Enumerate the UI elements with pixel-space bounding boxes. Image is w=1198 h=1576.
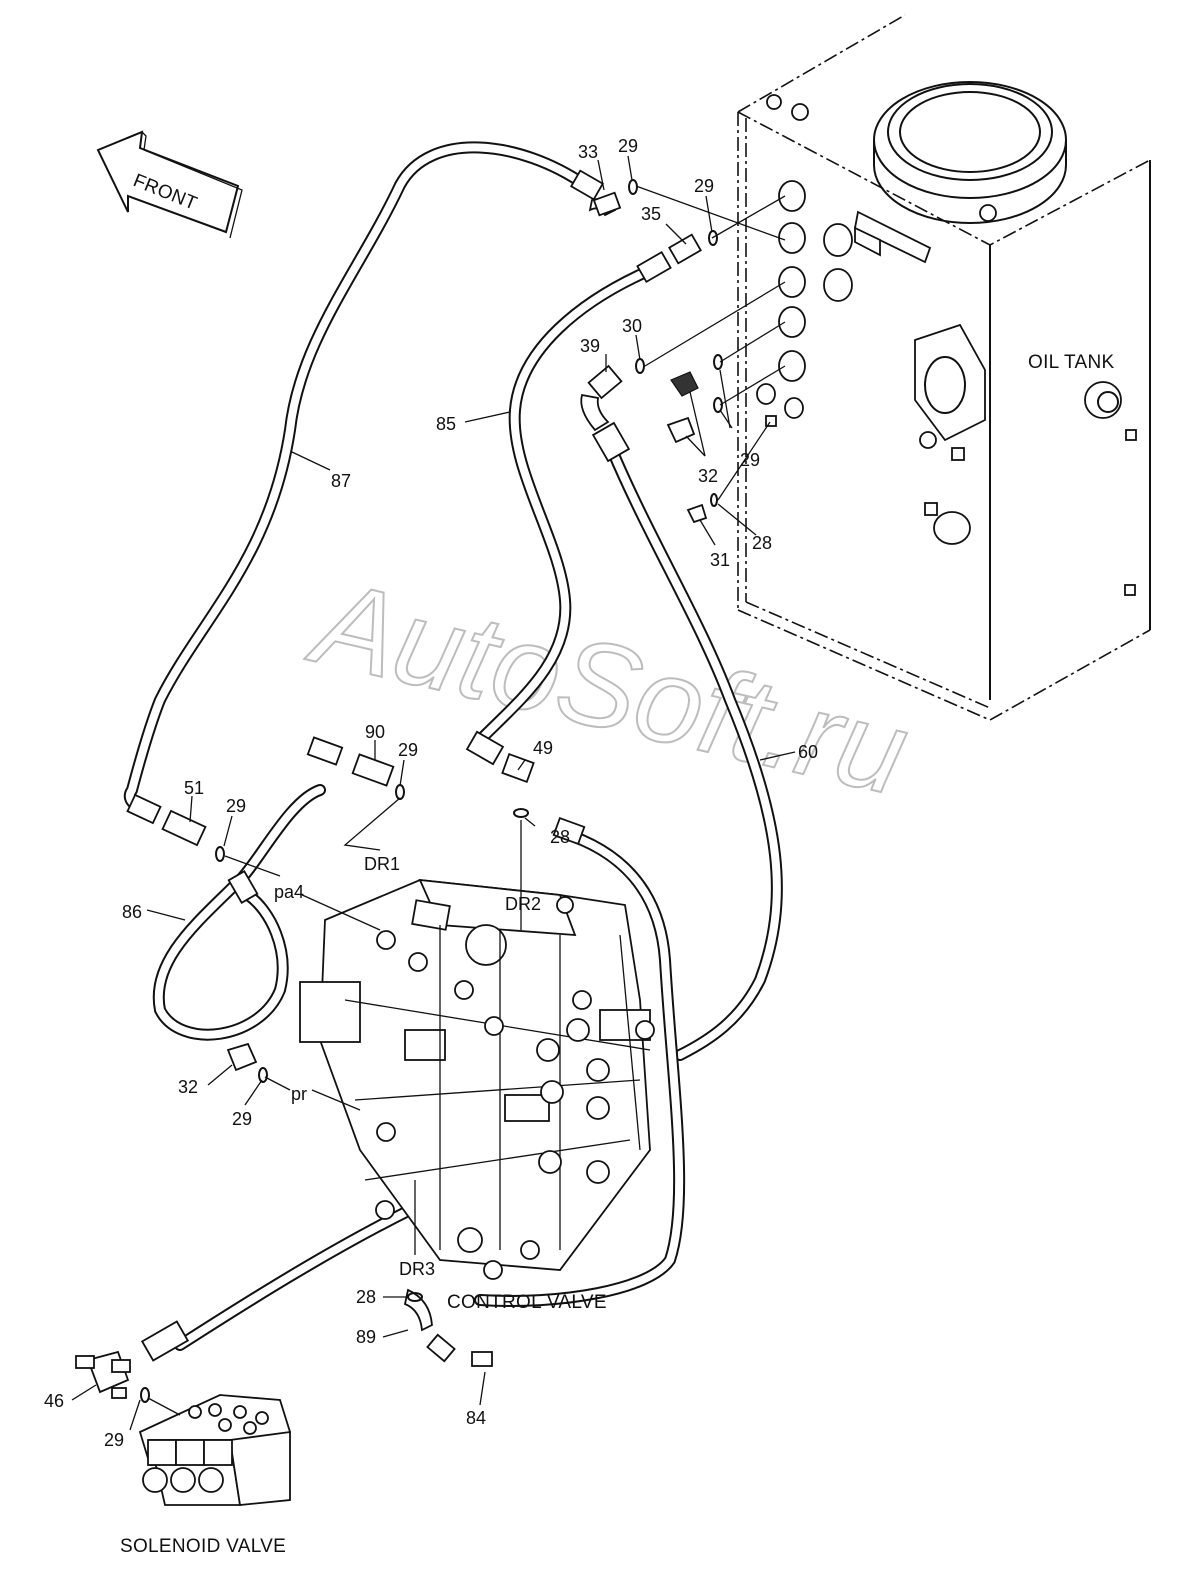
callout-90: 90 — [365, 722, 385, 742]
solenoid-valve-label: SOLENOID VALVE — [120, 1536, 286, 1557]
callout-32: 32 — [178, 1077, 198, 1097]
port-dr2: DR2 — [505, 894, 541, 914]
callout-85: 85 — [436, 414, 456, 434]
port-labels: DR1 DR2 DR3 pa4 pr — [274, 854, 541, 1279]
leader-lines — [71, 155, 796, 1431]
solenoid-valve: SOLENOID VALVE — [120, 1394, 292, 1557]
callouts: 33 29 29 35 30 39 85 87 32 29 31 28 90 2… — [44, 136, 818, 1450]
callout-33: 33 — [578, 142, 598, 162]
callout-89: 89 — [356, 1327, 376, 1347]
callout-28: 28 — [550, 827, 570, 847]
control-valve-bolts — [375, 930, 655, 1280]
callout-29: 29 — [226, 796, 246, 816]
callout-31: 31 — [710, 550, 730, 570]
callout-32: 32 — [698, 466, 718, 486]
callout-30: 30 — [622, 316, 642, 336]
callout-84: 84 — [466, 1408, 486, 1428]
callout-29: 29 — [398, 740, 418, 760]
hoses — [123, 141, 783, 1351]
callout-28: 28 — [356, 1287, 376, 1307]
oil-tank: OIL TANK — [737, 14, 1151, 721]
port-pr: pr — [291, 1084, 307, 1104]
callout-35: 35 — [641, 204, 661, 224]
callout-28: 28 — [752, 533, 772, 553]
callout-29: 29 — [104, 1430, 124, 1450]
callout-29: 29 — [618, 136, 638, 156]
callout-39: 39 — [580, 336, 600, 356]
front-label: FRONT — [130, 170, 200, 215]
callout-29: 29 — [232, 1109, 252, 1129]
callout-49: 49 — [533, 738, 553, 758]
callout-46: 46 — [44, 1391, 64, 1411]
callout-60: 60 — [798, 742, 818, 762]
control-valve: CONTROL VALVE — [299, 878, 655, 1313]
control-valve-label: CONTROL VALVE — [447, 1292, 607, 1313]
callout-86: 86 — [122, 902, 142, 922]
port-dr1: DR1 — [364, 854, 400, 874]
tank-port-bosses — [756, 180, 853, 419]
callout-29: 29 — [740, 450, 760, 470]
callout-87: 87 — [331, 471, 351, 491]
callout-51: 51 — [184, 778, 204, 798]
front-arrow: FRONT — [96, 130, 243, 239]
callout-29: 29 — [694, 176, 714, 196]
oil-tank-label: OIL TANK — [1028, 352, 1115, 373]
port-pa4: pa4 — [274, 882, 304, 902]
watermark: AutoSoft.ru — [298, 554, 919, 821]
port-dr3: DR3 — [399, 1259, 435, 1279]
fittings — [75, 169, 708, 1399]
